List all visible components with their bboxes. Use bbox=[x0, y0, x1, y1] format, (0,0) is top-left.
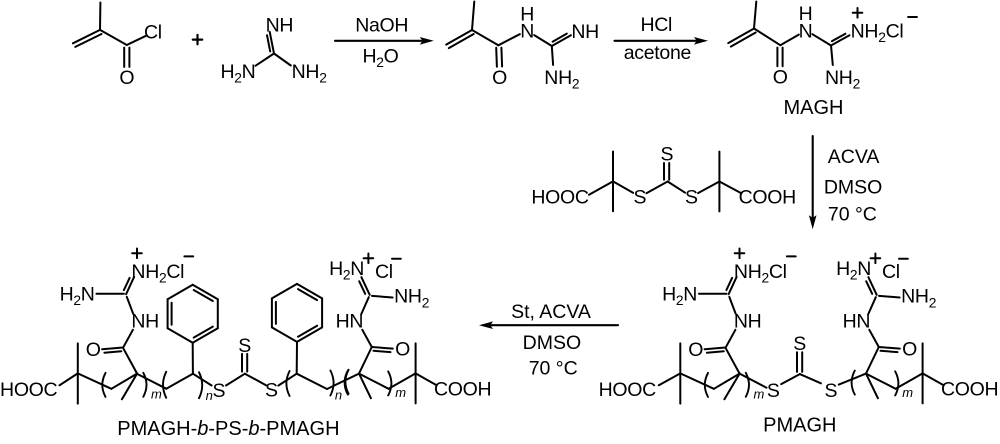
svg-text:n: n bbox=[206, 388, 213, 403]
svg-text:COOH: COOH bbox=[739, 187, 796, 209]
svg-text:H: H bbox=[799, 3, 813, 25]
svg-text:S: S bbox=[212, 380, 225, 402]
svg-text:ACVA: ACVA bbox=[828, 146, 880, 168]
svg-text:m: m bbox=[753, 386, 764, 401]
svg-text:m: m bbox=[902, 385, 913, 400]
svg-text:S: S bbox=[793, 333, 806, 355]
svg-text:PMAGH: PMAGH bbox=[763, 415, 836, 437]
svg-text:NH2​Cl: NH2​Cl bbox=[851, 20, 904, 45]
svg-text:O: O bbox=[902, 339, 917, 361]
svg-text:H2​N: H2​N bbox=[221, 61, 256, 86]
svg-text:N: N bbox=[799, 20, 813, 42]
svg-text:St, ACVA: St, ACVA bbox=[511, 301, 591, 323]
svg-text:NH2​Cl: NH2​Cl bbox=[734, 261, 787, 286]
svg-text:S: S bbox=[265, 379, 278, 401]
svg-text:O: O bbox=[688, 339, 703, 361]
svg-text:n: n bbox=[335, 388, 342, 403]
svg-text:H2​N: H2​N bbox=[836, 258, 871, 283]
svg-text:NH2​: NH2​ bbox=[901, 286, 936, 311]
svg-text:NH: NH bbox=[131, 311, 159, 333]
svg-text:MAGH: MAGH bbox=[784, 97, 844, 119]
svg-text:NH: NH bbox=[571, 21, 599, 43]
svg-text:HOOC: HOOC bbox=[0, 379, 58, 401]
svg-text:DMSO: DMSO bbox=[824, 176, 883, 198]
svg-text:m: m bbox=[395, 385, 406, 400]
svg-text:HOOC: HOOC bbox=[531, 187, 589, 209]
svg-text:COOH: COOH bbox=[941, 378, 998, 400]
svg-text:NH: NH bbox=[734, 311, 762, 333]
svg-text:S: S bbox=[824, 380, 837, 402]
svg-text:O: O bbox=[119, 67, 134, 89]
svg-text:O: O bbox=[395, 339, 410, 361]
svg-text:O: O bbox=[86, 339, 101, 361]
svg-text:PMAGH-b-PS-b-PMAGH: PMAGH-b-PS-b-PMAGH bbox=[117, 418, 339, 440]
svg-text:Cl: Cl bbox=[144, 21, 162, 43]
svg-text:S: S bbox=[238, 335, 251, 357]
svg-text:NH2​Cl: NH2​Cl bbox=[131, 261, 184, 286]
svg-text:NH2​: NH2​ bbox=[394, 286, 429, 311]
svg-text:H: H bbox=[520, 3, 534, 25]
svg-text:NaOH: NaOH bbox=[355, 14, 408, 36]
svg-text:S: S bbox=[685, 187, 698, 209]
svg-text:DMSO: DMSO bbox=[523, 332, 582, 354]
svg-text:H2​O: H2​O bbox=[363, 46, 399, 71]
svg-text:NH: NH bbox=[266, 14, 294, 36]
svg-text:Cl: Cl bbox=[882, 261, 900, 283]
svg-text:m: m bbox=[151, 386, 162, 401]
svg-text:HOOC: HOOC bbox=[599, 379, 657, 401]
svg-text:Cl: Cl bbox=[375, 261, 393, 283]
svg-text:O: O bbox=[773, 66, 788, 88]
svg-text:S: S bbox=[633, 187, 646, 209]
svg-text:HN: HN bbox=[336, 311, 364, 333]
svg-text:S: S bbox=[767, 380, 780, 402]
svg-text:H2​N: H2​N bbox=[329, 258, 364, 283]
svg-text:NH2​: NH2​ bbox=[544, 67, 579, 92]
svg-text:H2​N: H2​N bbox=[60, 284, 95, 309]
svg-text:70 °C: 70 °C bbox=[529, 358, 578, 380]
svg-text:H2​N: H2​N bbox=[662, 284, 697, 309]
svg-text:HCl: HCl bbox=[640, 14, 672, 36]
svg-text:O: O bbox=[492, 67, 507, 89]
svg-text:COOH: COOH bbox=[434, 378, 491, 400]
svg-text:acetone: acetone bbox=[624, 42, 691, 64]
svg-text:70 °C: 70 °C bbox=[828, 204, 877, 226]
svg-text:HN: HN bbox=[843, 311, 871, 333]
svg-text:N: N bbox=[520, 20, 534, 42]
svg-text:S: S bbox=[660, 143, 673, 165]
